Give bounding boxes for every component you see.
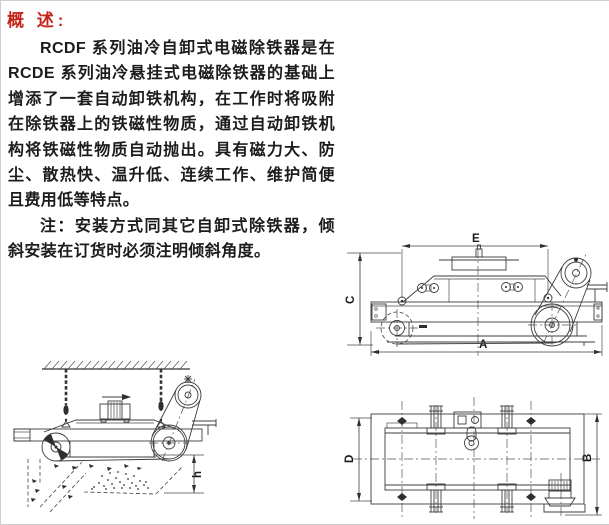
belt-drive-guard: [151, 375, 202, 462]
dim-label-E: E: [472, 233, 480, 245]
belt: [396, 342, 553, 345]
chute-dashed: [27, 459, 183, 513]
dim-label-D: D: [344, 455, 356, 463]
plan-view-drawing: D B: [344, 397, 603, 519]
corner-pulley-left: [397, 296, 407, 306]
dimension-A: A: [370, 325, 603, 356]
travel-direction-arrow: [102, 394, 131, 400]
dimension-D: D: [344, 417, 372, 502]
side-view-drawing: E C A: [345, 233, 608, 356]
dim-label-h: h: [192, 471, 204, 478]
dimension-E: E: [401, 233, 549, 297]
cover-rollers: [417, 282, 523, 293]
left-pulley: [376, 309, 427, 347]
dim-label-C: C: [345, 296, 357, 304]
dimension-C: C: [345, 252, 401, 346]
dim-label-A: A: [479, 339, 487, 351]
belt-drive-guard: [534, 253, 592, 345]
lifting-lug: [464, 426, 479, 451]
left-pulley: [41, 432, 71, 462]
dim-label-B: B: [582, 454, 594, 462]
drive-motor-top: [99, 400, 131, 423]
belt: [55, 458, 170, 462]
dimension-h: h: [154, 454, 204, 494]
oil-tank: [439, 244, 519, 271]
paragraph-note: 注：安装方式同其它自卸式除铁器，倾斜安装在订货时必须注明倾斜角度。: [8, 217, 335, 261]
right-mount-bracket: [587, 282, 608, 302]
center-lines: [353, 397, 603, 519]
material-pile: [91, 471, 149, 490]
corner-pulley-right: [543, 293, 553, 303]
locating-diamonds: [397, 417, 536, 501]
machine-body: [13, 418, 217, 458]
dimension-B: B: [565, 413, 602, 516]
ceiling: [42, 360, 190, 370]
falling-material: [54, 464, 142, 471]
suspension-chains: [63, 369, 164, 415]
machine-body: [370, 275, 603, 346]
terminal-box: [453, 411, 482, 429]
body-text: RCDF 系列油冷自卸式电磁除铁器是在 RCDE 系列油冷悬挂式电磁除铁器的基础…: [8, 36, 335, 265]
paragraph-description: RCDF 系列油冷自卸式电磁除铁器是在 RCDE 系列油冷悬挂式电磁除铁器的基础…: [8, 40, 335, 210]
overview-heading: 概 述:: [7, 11, 68, 30]
drive-motor: [544, 479, 576, 507]
bolt-clusters: [426, 405, 517, 513]
installation-drawing: h: [13, 360, 217, 513]
